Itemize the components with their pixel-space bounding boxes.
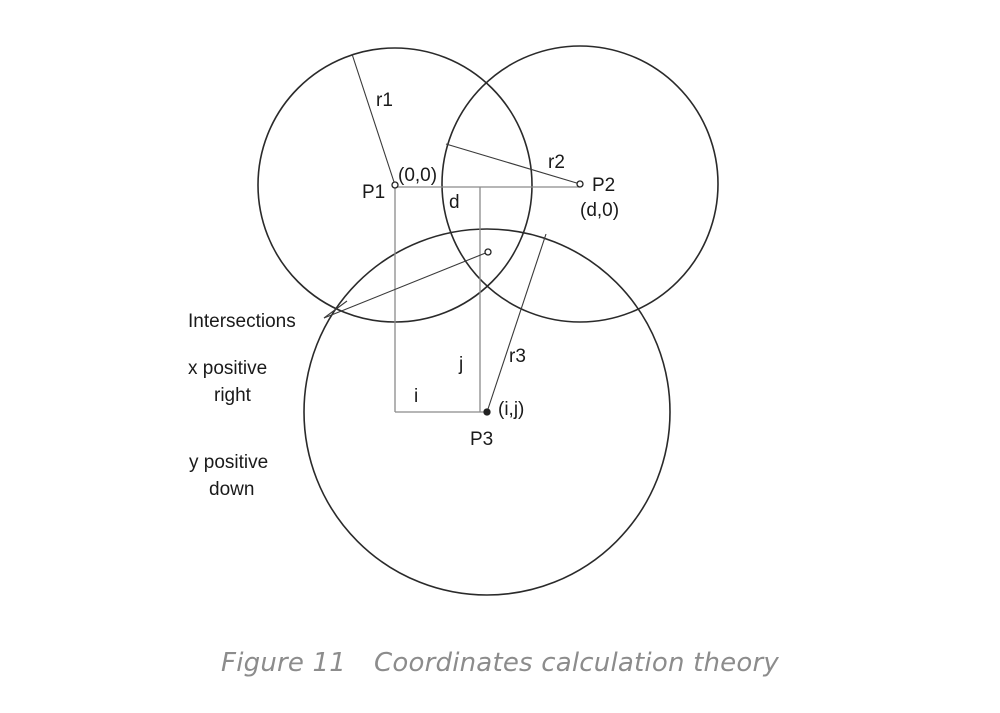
- label-r2: r2: [548, 152, 565, 173]
- label-intersections: Intersections: [188, 311, 296, 332]
- label-p2-coord: (d,0): [580, 200, 619, 221]
- p2-point: [576, 180, 584, 188]
- p1-point: [391, 181, 399, 189]
- r2-radius-line: [445, 143, 581, 185]
- label-p3: P3: [470, 429, 493, 450]
- label-j: j: [458, 354, 463, 375]
- circle-p3: [303, 228, 671, 596]
- label-x-positive-2: right: [214, 385, 252, 406]
- p3-point: [483, 408, 491, 416]
- figure-caption: Figure 11 Coordinates calculation theory: [0, 648, 1000, 678]
- intersection-pointer-2: [323, 300, 348, 319]
- intersection-pointer-1: [323, 251, 489, 319]
- figure-number: Figure 11: [221, 648, 347, 678]
- circle-p2: [441, 45, 719, 323]
- intersection-point: [484, 248, 492, 256]
- label-d: d: [449, 192, 460, 213]
- figure-title: Coordinates calculation theory: [374, 648, 779, 678]
- label-p3-coord: (i,j): [498, 399, 524, 420]
- label-x-positive-1: x positive: [188, 358, 267, 379]
- label-p1-coord: (0,0): [398, 165, 437, 186]
- r1-radius-line: [351, 53, 396, 186]
- label-p1: P1: [362, 182, 385, 203]
- label-i: i: [414, 386, 418, 407]
- r3-radius-line: [486, 233, 547, 413]
- label-r1: r1: [376, 90, 393, 111]
- label-y-positive-1: y positive: [189, 452, 268, 473]
- label-y-positive-2: down: [209, 479, 254, 500]
- label-r3: r3: [509, 346, 526, 367]
- label-p2: P2: [592, 175, 615, 196]
